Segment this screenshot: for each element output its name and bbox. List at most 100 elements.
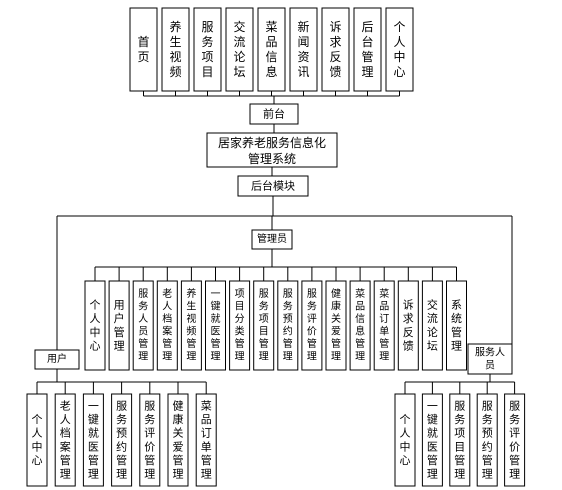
admin-module-11: 健康关爱管理: [325, 280, 347, 371]
admin-module-label: 用户管理: [114, 298, 125, 352]
user-module-3-frame: [82, 393, 104, 487]
frontend-module-label: 服务项目: [201, 20, 213, 79]
admin-module-16: 系统管理: [446, 280, 467, 371]
admin-module-3-frame: [132, 280, 154, 371]
user-module-2-frame: [54, 393, 76, 487]
frontend-module-1-frame: [129, 7, 158, 92]
frontend-module-1: 首页: [129, 7, 158, 92]
admin-module-7-frame: [229, 280, 251, 371]
frontend-module-6-frame: [289, 7, 318, 92]
admin-module-label: 服务预约管理: [283, 288, 293, 363]
staff-module-label: 服务项目管理: [454, 399, 465, 480]
admin-module-label: 服务人员管理: [138, 288, 148, 363]
user-module-4-frame: [111, 393, 133, 487]
admin-module-11-frame: [325, 280, 347, 371]
frontend-module-7: 诉求反馈: [321, 7, 350, 92]
frontend-module-9: 个人中心: [385, 7, 414, 92]
admin-node-frame: [251, 229, 293, 250]
frontend-module-3: 服务项目: [193, 7, 222, 92]
admin-module-1: 个人中心: [84, 280, 106, 371]
user-module-5: 服务评价管理: [139, 393, 161, 487]
user-module-label: 菜品订单管理: [201, 399, 212, 480]
admin-module-label: 一键就医管理: [211, 289, 221, 363]
admin-module-label: 项目分类管理: [235, 288, 245, 363]
admin-module-14-frame: [397, 280, 419, 371]
diagram-nodes: 首页养生视频服务项目交流论坛菜品信息新闻资讯诉求反馈后台管理个人中心前台居家养老…: [26, 7, 526, 487]
user-module-label: 服务预约管理: [116, 399, 127, 480]
system-title-line-1: 居家养老服务信息化: [218, 135, 326, 150]
admin-module-label: 养生视频管理: [186, 287, 196, 363]
user-node: 用户: [34, 349, 80, 370]
frontend-module-8: 后台管理: [353, 7, 382, 92]
connector-lines: [36, 91, 516, 394]
user-module-1: 个人中心: [26, 393, 48, 487]
user-module-7-frame: [195, 393, 217, 487]
admin-node: 管理员: [251, 229, 293, 250]
user-module-label: 服务评价管理: [144, 399, 155, 480]
user-module-label: 个人中心: [32, 413, 43, 467]
backend-node: 后台模块: [237, 175, 309, 197]
admin-module-label: 系统管理: [451, 298, 462, 352]
admin-module-10-frame: [301, 280, 323, 371]
staff-module-1: 个人中心: [394, 393, 416, 487]
staff-module-label: 一键就医管理: [427, 399, 438, 480]
frontend-module-9-frame: [385, 7, 414, 92]
staff-module-4-frame: [476, 393, 498, 487]
admin-module-6-frame: [205, 280, 226, 371]
admin-module-9: 服务预约管理: [277, 280, 299, 371]
admin-module-16-frame: [446, 280, 467, 371]
admin-module-15: 交流论坛: [421, 280, 443, 371]
staff-module-3-frame: [449, 393, 471, 487]
admin-module-15-frame: [421, 280, 443, 371]
frontend-module-label: 养生视频: [169, 19, 181, 79]
frontend-module-2-frame: [161, 7, 190, 92]
admin-module-1-frame: [84, 280, 106, 371]
frontend-label: 前台: [263, 107, 285, 121]
admin-module-10: 服务评价管理: [301, 280, 323, 371]
backend-node-frame: [237, 175, 309, 197]
staff-module-label: 个人中心: [400, 413, 411, 467]
frontend-module-8-frame: [353, 7, 382, 92]
admin-module-12: 菜品信息管理: [349, 280, 371, 371]
frontend-node: 前台: [249, 103, 299, 125]
staff-module-2: 一键就医管理: [421, 393, 443, 487]
admin-module-13-frame: [373, 280, 395, 371]
admin-module-13: 菜品订单管理: [373, 280, 395, 371]
system-title-node-frame: [206, 132, 338, 168]
staff-module-label: 服务预约管理: [482, 399, 493, 480]
frontend-node-frame: [249, 103, 299, 125]
user-module-label: 一键就医管理: [88, 399, 99, 480]
user-label: 用户: [47, 352, 67, 365]
frontend-module-label: 交流论坛: [233, 19, 245, 79]
admin-module-4-frame: [156, 280, 178, 371]
frontend-module-7-frame: [321, 7, 350, 92]
admin-module-4: 老人档案管理: [156, 280, 178, 371]
frontend-module-label: 首页: [137, 35, 149, 64]
staff-node-frame: [467, 343, 513, 375]
backend-label: 后台模块: [251, 179, 295, 193]
admin-module-label: 服务评价管理: [307, 288, 317, 363]
admin-label: 管理员: [257, 232, 287, 245]
admin-module-2-frame: [108, 280, 130, 371]
user-module-4: 服务预约管理: [111, 393, 133, 487]
frontend-module-6: 新闻资讯: [289, 7, 318, 92]
frontend-module-label: 后台管理: [361, 20, 373, 79]
admin-module-8-frame: [253, 280, 275, 371]
admin-module-3: 服务人员管理: [132, 280, 154, 371]
frontend-module-label: 个人中心: [393, 20, 405, 79]
staff-module-5: 服务评价管理: [504, 393, 526, 487]
staff-module-label: 服务评价管理: [509, 399, 520, 480]
user-module-6: 健康关爱管理: [167, 393, 189, 487]
admin-module-label: 菜品信息管理: [355, 288, 365, 363]
admin-module-label: 交流论坛: [427, 297, 438, 352]
staff-module-2-frame: [421, 393, 443, 487]
frontend-module-2: 养生视频: [161, 7, 190, 92]
frontend-module-label: 诉求反馈: [329, 20, 341, 79]
user-module-label: 老人档案管理: [60, 399, 71, 480]
frontend-module-3-frame: [193, 7, 222, 92]
staff-module-4: 服务预约管理: [476, 393, 498, 487]
admin-module-label: 服务项目管理: [259, 288, 269, 363]
user-module-5-frame: [139, 393, 161, 487]
